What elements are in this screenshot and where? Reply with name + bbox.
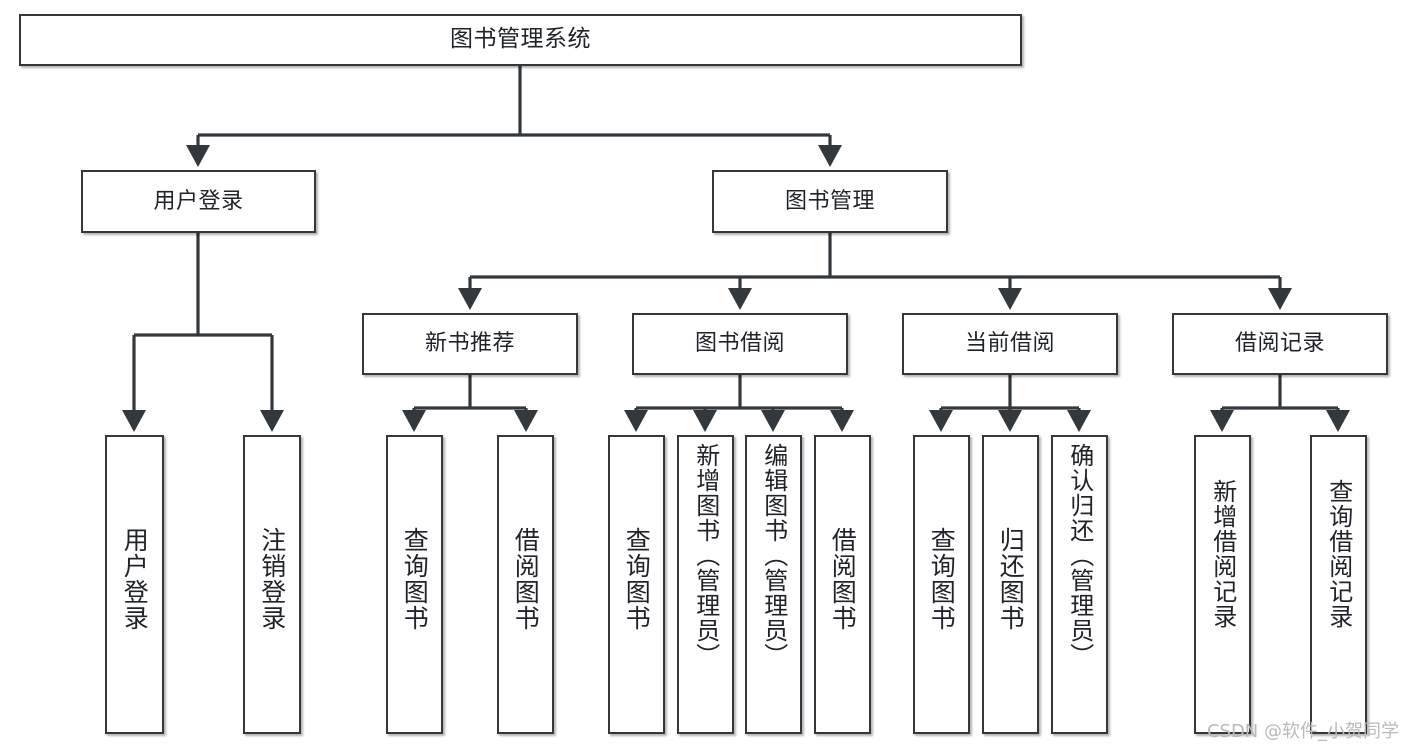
node-leaf-borrow-book-2-label: 借阅图书 (828, 527, 858, 631)
node-book-manage-label: 图书管理 (784, 188, 875, 214)
node-leaf-query-record[interactable]: 查询借阅记录 (1310, 435, 1367, 734)
node-leaf-borrow-book-1-label: 借阅图书 (511, 527, 541, 631)
node-book-borrow-label: 图书借阅 (694, 331, 785, 357)
node-leaf-logout-login-label: 注销登录 (257, 527, 287, 631)
node-borrow-record-label: 借阅记录 (1234, 331, 1325, 357)
node-leaf-query-book-3-label: 查询图书 (927, 527, 957, 631)
node-current-borrow-label: 当前借阅 (964, 331, 1055, 357)
node-new-book-recommend-label: 新书推荐 (424, 331, 515, 357)
node-leaf-borrow-book-2[interactable]: 借阅图书 (814, 435, 871, 734)
watermark-text: CSDN @软件_小贺同学 (1206, 721, 1399, 742)
node-leaf-logout-login[interactable]: 注销登录 (243, 435, 301, 734)
node-book-manage[interactable]: 图书管理 (712, 170, 948, 233)
node-new-book-recommend[interactable]: 新书推荐 (362, 313, 578, 375)
node-leaf-add-record[interactable]: 新增借阅记录 (1194, 435, 1251, 734)
node-leaf-add-book-label: 新增图书（管理员） (691, 443, 720, 668)
node-leaf-confirm-return-label: 确认归还（管理员） (1065, 443, 1094, 668)
node-root[interactable]: 图书管理系统 (19, 14, 1022, 66)
node-leaf-query-book-2-label: 查询图书 (622, 527, 652, 631)
node-leaf-query-book-1-label: 查询图书 (400, 527, 430, 631)
node-user-login[interactable]: 用户登录 (81, 170, 316, 233)
node-leaf-return-book-label: 归还图书 (996, 527, 1026, 631)
node-current-borrow[interactable]: 当前借阅 (902, 313, 1118, 375)
node-leaf-confirm-return[interactable]: 确认归还（管理员） (1051, 435, 1108, 734)
node-leaf-add-record-label: 新增借阅记录 (1208, 479, 1237, 629)
node-user-login-label: 用户登录 (153, 188, 244, 214)
node-leaf-query-record-label: 查询借阅记录 (1324, 479, 1353, 629)
node-leaf-query-book-3[interactable]: 查询图书 (913, 435, 970, 734)
node-leaf-return-book[interactable]: 归还图书 (982, 435, 1039, 734)
node-leaf-user-login[interactable]: 用户登录 (105, 435, 164, 734)
node-leaf-query-book-1[interactable]: 查询图书 (386, 435, 443, 734)
node-leaf-user-login-label: 用户登录 (120, 527, 150, 631)
node-borrow-record[interactable]: 借阅记录 (1172, 313, 1388, 375)
node-leaf-query-book-2[interactable]: 查询图书 (608, 435, 665, 734)
node-root-label: 图书管理系统 (450, 26, 591, 53)
node-leaf-add-book[interactable]: 新增图书（管理员） (677, 435, 734, 734)
node-book-borrow[interactable]: 图书借阅 (632, 313, 848, 375)
node-leaf-edit-book[interactable]: 编辑图书（管理员） (745, 435, 802, 734)
node-leaf-edit-book-label: 编辑图书（管理员） (759, 443, 788, 668)
node-leaf-borrow-book-1[interactable]: 借阅图书 (497, 435, 554, 734)
